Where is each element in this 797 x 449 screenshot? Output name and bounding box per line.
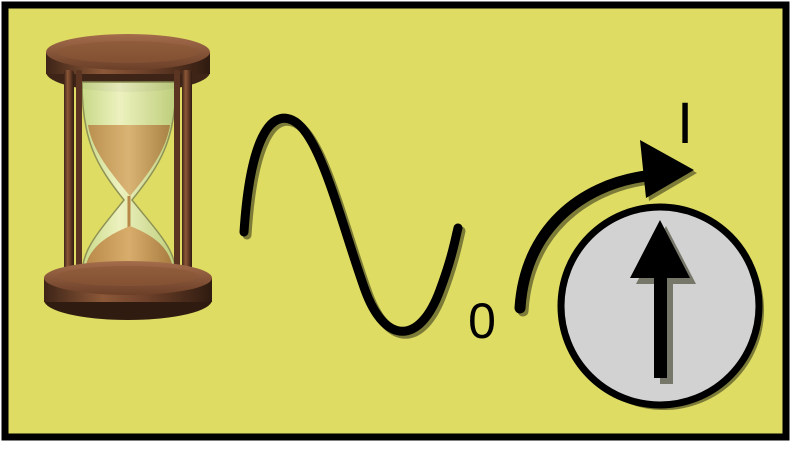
power-dial-icon: [557, 203, 764, 410]
turn-arrow-icon: [514, 140, 697, 317]
label-one: I: [677, 91, 693, 156]
label-zero: 0: [468, 293, 496, 349]
sine-wave-icon: [239, 113, 466, 339]
hourglass-icon: [44, 34, 212, 320]
